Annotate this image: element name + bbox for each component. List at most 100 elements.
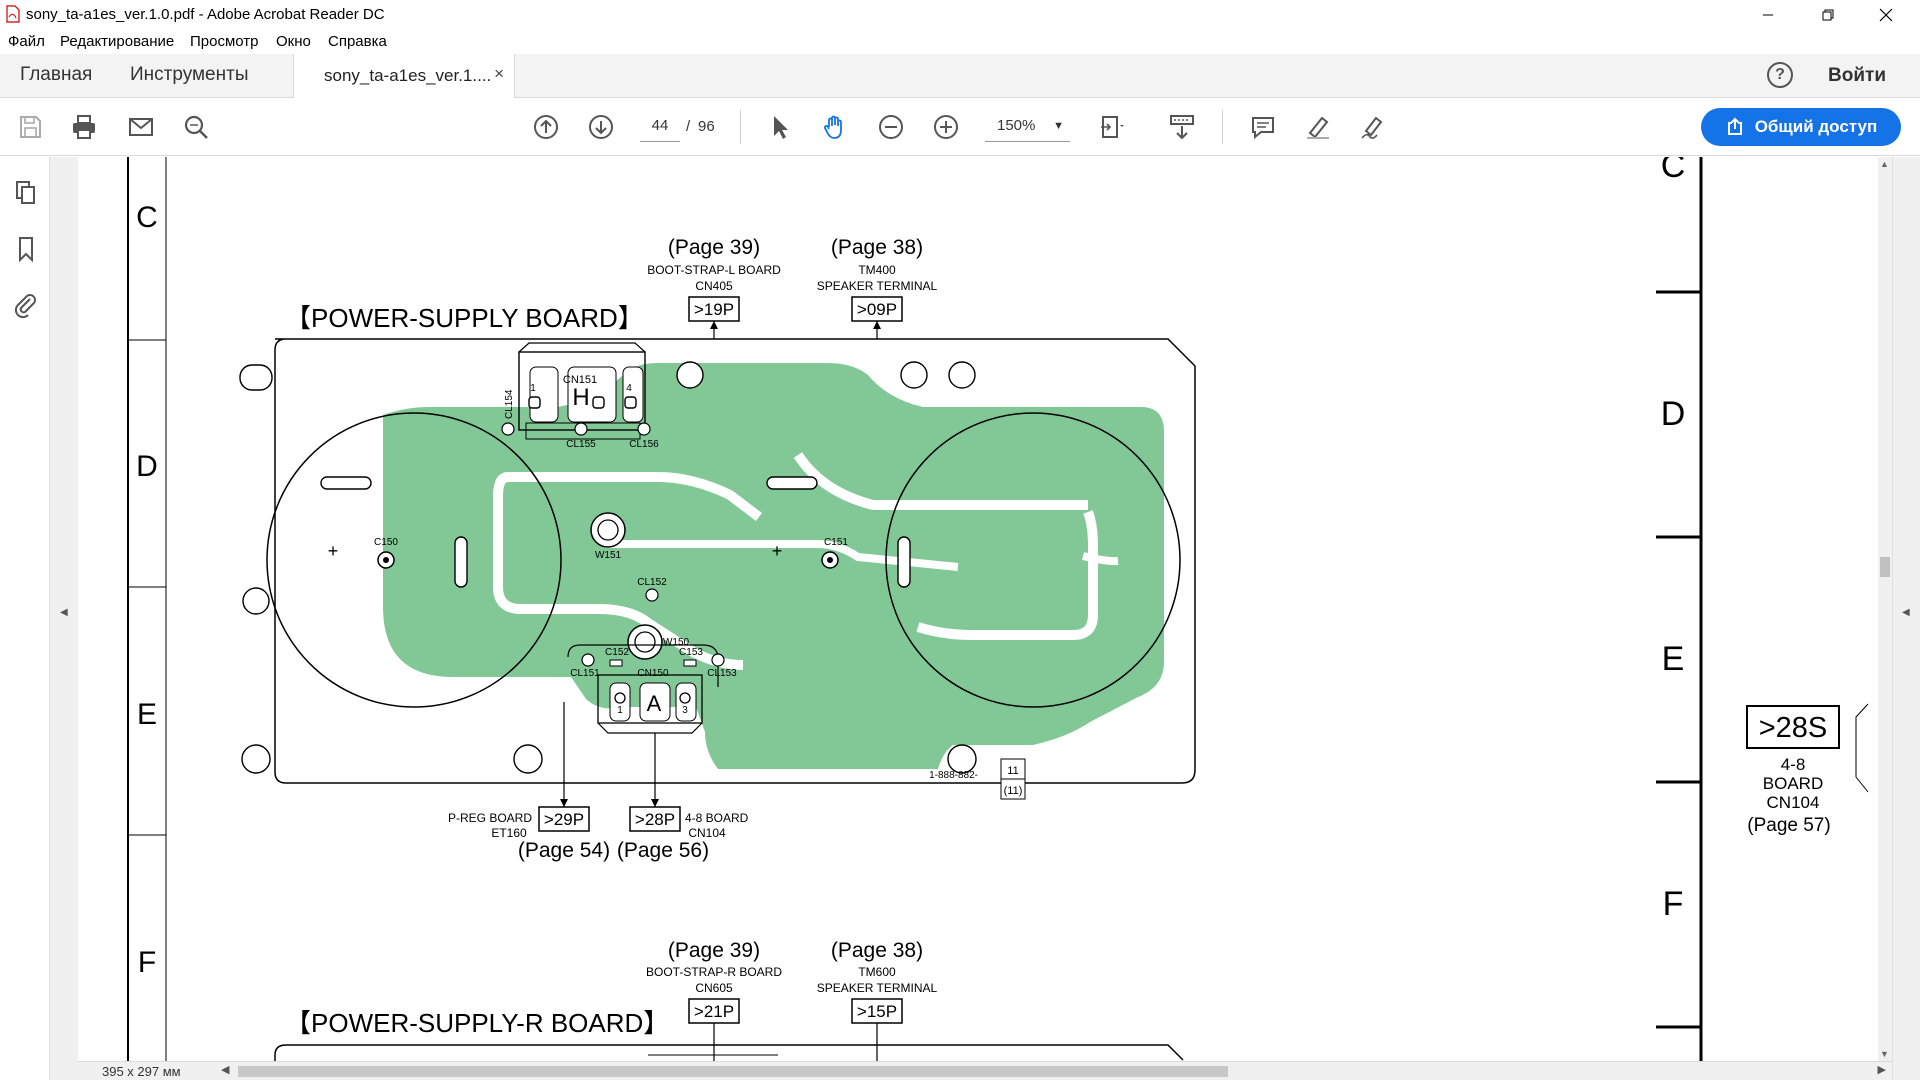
- label-c152: C152: [605, 647, 629, 658]
- page-count: 96: [698, 118, 715, 135]
- ref-tag: >28P: [635, 810, 675, 829]
- side-ref-tag: >28S: [1759, 712, 1828, 744]
- label-pin4: 4: [626, 383, 632, 394]
- tab-document[interactable]: sony_ta-a1es_ver.1.... ×: [293, 54, 515, 98]
- help-icon[interactable]: ?: [1767, 62, 1793, 88]
- share-icon: [1727, 117, 1742, 135]
- ref-line1: 4-8 BOARD: [685, 811, 749, 825]
- board2-outline: [274, 1044, 1184, 1061]
- grid-row-left-d: D: [136, 450, 158, 483]
- ref-page: (Page 38): [831, 939, 923, 962]
- document-tab-label: sony_ta-a1es_ver.1....: [324, 66, 492, 85]
- label-c151: C151: [824, 537, 848, 548]
- menu-help[interactable]: Справка: [328, 33, 387, 50]
- zoom-out-icon[interactable]: [875, 111, 907, 143]
- label-pin3: 3: [682, 705, 688, 716]
- share-button[interactable]: Общий доступ: [1701, 108, 1901, 146]
- board1-title: 【POWER-SUPPLY BOARD】: [285, 303, 644, 333]
- label-cn151: CN151: [563, 374, 597, 386]
- board1-rev-top: 11: [1007, 765, 1018, 777]
- ref-line2: CN605: [695, 981, 733, 995]
- close-icon[interactable]: [1858, 0, 1914, 30]
- plus-label-left: +: [328, 541, 339, 561]
- tab-tools[interactable]: Инструменты: [130, 64, 249, 85]
- ref-tag: >29P: [544, 810, 584, 829]
- grid-row-left-f: F: [138, 946, 156, 979]
- side-ref-line1: 4-8: [1781, 755, 1806, 774]
- menu-window[interactable]: Окно: [276, 33, 311, 50]
- attachment-icon[interactable]: [12, 291, 40, 319]
- board1-part-number: 1-888-882-: [929, 770, 978, 781]
- window-title: sony_ta-a1es_ver.1.0.pdf - Adobe Acrobat…: [26, 6, 385, 23]
- fit-page-icon[interactable]: [1096, 111, 1128, 143]
- toolbar-divider: [1222, 110, 1223, 144]
- close-tab-icon[interactable]: ×: [494, 64, 504, 83]
- minimize-icon[interactable]: [1740, 0, 1796, 30]
- page-number-input[interactable]: 44: [640, 112, 680, 142]
- board1-bottom-ref1: >29P P-REG BOARD ET160 (Page 54): [448, 702, 610, 862]
- ref-line2: CN104: [688, 826, 726, 840]
- label-cl154: CL154: [504, 389, 515, 419]
- title-bar: sony_ta-a1es_ver.1.0.pdf - Adobe Acrobat…: [0, 0, 1920, 30]
- right-pane-toggle[interactable]: ◀: [1892, 157, 1920, 1080]
- select-cursor-icon[interactable]: [764, 111, 796, 143]
- capacitor-c151-outline: [885, 412, 1181, 708]
- chevron-down-icon: ▼: [1053, 120, 1064, 132]
- page-down-icon[interactable]: [585, 111, 617, 143]
- ref-tag: >09P: [857, 300, 897, 319]
- page-dimensions: 395 x 297 мм: [102, 1064, 181, 1079]
- label-w150: W150: [663, 637, 690, 648]
- horizontal-scroll-thumb[interactable]: [238, 1066, 1228, 1077]
- tab-home[interactable]: Главная: [20, 64, 93, 85]
- share-label: Общий доступ: [1754, 117, 1878, 136]
- board1-rev-bottom: (11): [1004, 785, 1023, 797]
- side-ref-line3: CN104: [1767, 793, 1820, 812]
- menu-view[interactable]: Просмотр: [190, 33, 259, 50]
- scroll-down-icon[interactable]: ▼: [1880, 1049, 1889, 1059]
- ref-page: (Page 56): [617, 839, 709, 862]
- print-icon[interactable]: [68, 111, 100, 143]
- scroll-left-icon[interactable]: ◀: [221, 1064, 230, 1076]
- board1-bottom-ref2: >28P 4-8 BOARD CN104 (Page 56): [617, 733, 749, 862]
- pages-icon[interactable]: [12, 179, 40, 207]
- scroll-up-icon[interactable]: ▲: [1880, 159, 1889, 169]
- page-separator: /: [686, 118, 691, 135]
- menu-file[interactable]: Файл: [8, 33, 45, 50]
- comment-icon[interactable]: [1247, 111, 1279, 143]
- zoom-value: 150%: [997, 117, 1036, 134]
- save-icon[interactable]: [14, 111, 46, 143]
- ref-line2: SPEAKER TERMINAL: [817, 279, 938, 293]
- bookmark-icon[interactable]: [12, 235, 40, 263]
- left-pane-toggle[interactable]: ◀: [50, 157, 78, 1080]
- ref-tag: >19P: [694, 300, 734, 319]
- label-pin1: 1: [530, 383, 536, 394]
- highlight-icon[interactable]: [1302, 111, 1334, 143]
- email-icon[interactable]: [125, 111, 157, 143]
- side-ref-28s: >28S 4-8 BOARD CN104 (Page 57): [1746, 703, 1869, 836]
- sign-icon[interactable]: [1357, 111, 1389, 143]
- tab-bar: Главная Инструменты sony_ta-a1es_ver.1..…: [0, 54, 1920, 98]
- document-view[interactable]: C D E F C D E F 【POWER-SUPPLY BOARD】 (Pa…: [78, 157, 1878, 1061]
- search-icon[interactable]: [180, 111, 212, 143]
- scroll-mode-icon[interactable]: [1166, 111, 1198, 143]
- ref-page: (Page 54): [518, 839, 610, 862]
- label-w151: W151: [595, 550, 622, 561]
- vertical-scrollbar[interactable]: ▲ ▼: [1878, 157, 1892, 1061]
- toolbar: 44 / 96 150% ▼ Общий доступ: [0, 98, 1920, 156]
- page-up-icon[interactable]: [530, 111, 562, 143]
- label-cl152: CL152: [637, 577, 667, 588]
- signin-button[interactable]: Войти: [1828, 65, 1886, 86]
- zoom-select[interactable]: 150% ▼: [985, 112, 1070, 142]
- restore-icon[interactable]: [1800, 0, 1856, 30]
- scroll-right-icon[interactable]: ▶: [1877, 1064, 1886, 1076]
- ref-line2: SPEAKER TERMINAL: [817, 981, 938, 995]
- scroll-thumb[interactable]: [1880, 557, 1890, 577]
- grid-row-right-d: D: [1661, 395, 1686, 433]
- hand-tool-icon[interactable]: [819, 111, 851, 143]
- board2-title: 【POWER-SUPPLY-R BOARD】: [285, 1008, 669, 1038]
- ref-line2: CN405: [695, 279, 733, 293]
- pcb-copper-area: [383, 363, 1164, 769]
- ref-line1: BOOT-STRAP-R BOARD: [646, 965, 782, 979]
- menu-edit[interactable]: Редактирование: [60, 33, 175, 50]
- zoom-in-icon[interactable]: [930, 111, 962, 143]
